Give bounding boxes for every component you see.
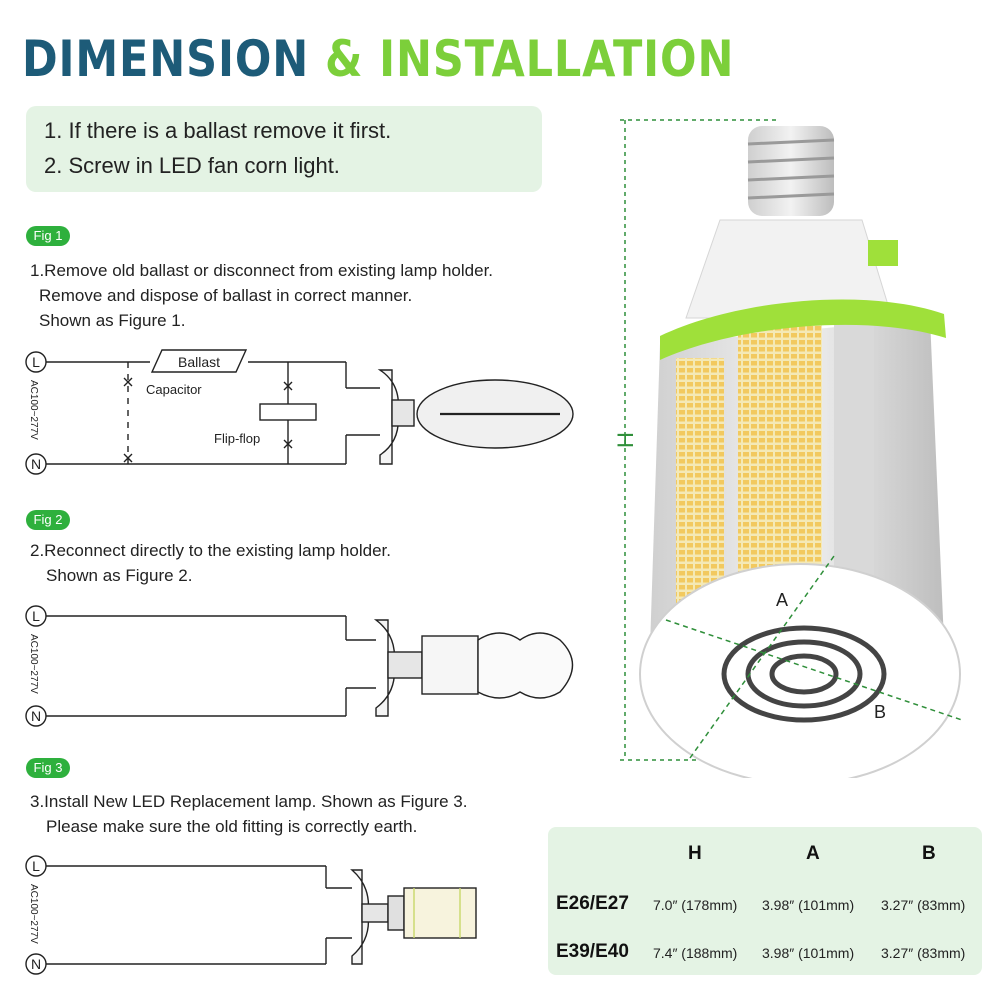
table-cell-b: 3.27″ (83mm) [881, 897, 966, 913]
dimension-table: H A B E26/E27 7.0″ (178mm) 3.98″ (101mm)… [548, 827, 982, 975]
table-cell-h: 7.4″ (188mm) [653, 945, 738, 961]
table-cell-a: 3.98″ (101mm) [762, 897, 855, 913]
table-cell-h: 7.0″ (178mm) [653, 897, 738, 913]
table-header-a: A [806, 843, 820, 864]
voltage-label: AC100~277V [28, 884, 39, 944]
fig-2-wiring-diagram: L N AC100~277V [25, 605, 574, 727]
page-title: DIMENSION & INSTALLATION [22, 28, 734, 90]
terminal-n: N [31, 708, 41, 724]
capacitor-label: Capacitor [146, 382, 202, 397]
ballast-label: Ballast [178, 354, 220, 370]
terminal-l: L [32, 608, 40, 624]
fig-2-badge: Fig 2 [26, 510, 70, 530]
fig-2-line-1: 2.Reconnect directly to the existing lam… [30, 541, 391, 560]
fig-3-line-2: Please make sure the old fitting is corr… [46, 817, 418, 836]
height-label: H [613, 432, 638, 448]
table-cell-a: 3.98″ (101mm) [762, 945, 855, 961]
table-cell-b: 3.27″ (83mm) [881, 945, 966, 961]
table-header-b: B [922, 843, 936, 864]
steps-panel: 1. If there is a ballast remove it first… [26, 106, 542, 192]
fig-2-line-2: Shown as Figure 2. [46, 566, 193, 585]
fig-1-badge: Fig 1 [26, 226, 70, 246]
fig-3-badge: Fig 3 [26, 758, 70, 778]
title-part-installation: & INSTALLATION [324, 30, 735, 88]
title-part-dimension: DIMENSION [22, 30, 310, 88]
dimension-b-label: B [874, 702, 886, 722]
flipflop-label: Flip-flop [214, 431, 260, 446]
dimension-a-label: A [776, 590, 788, 610]
fig-1-line-3: Shown as Figure 1. [39, 311, 186, 330]
table-row-model: E26/E27 [556, 893, 629, 914]
led-corn-lamp-illustration: H A B [613, 119, 963, 778]
voltage-label: AC100~277V [28, 634, 39, 694]
table-header-h: H [688, 843, 702, 864]
step-2: 2. Screw in LED fan corn light. [44, 153, 340, 178]
table-row-model: E39/E40 [556, 941, 629, 962]
fig-1-line-1: 1.Remove old ballast or disconnect from … [30, 261, 494, 280]
voltage-label: AC100~277V [28, 380, 39, 440]
step-1: 1. If there is a ballast remove it first… [44, 118, 392, 143]
fig-1-wiring-diagram: Ballast Capacitor Flip-flop L N AC100~27… [25, 349, 574, 475]
terminal-l: L [32, 354, 40, 370]
terminal-n: N [31, 956, 41, 972]
terminal-n: N [31, 456, 41, 472]
fig-3-line-1: 3.Install New LED Replacement lamp. Show… [30, 792, 468, 811]
fig-3-wiring-diagram: L N AC100~277V [25, 855, 477, 975]
terminal-l: L [32, 858, 40, 874]
fig-1-line-2: Remove and dispose of ballast in correct… [39, 286, 413, 305]
